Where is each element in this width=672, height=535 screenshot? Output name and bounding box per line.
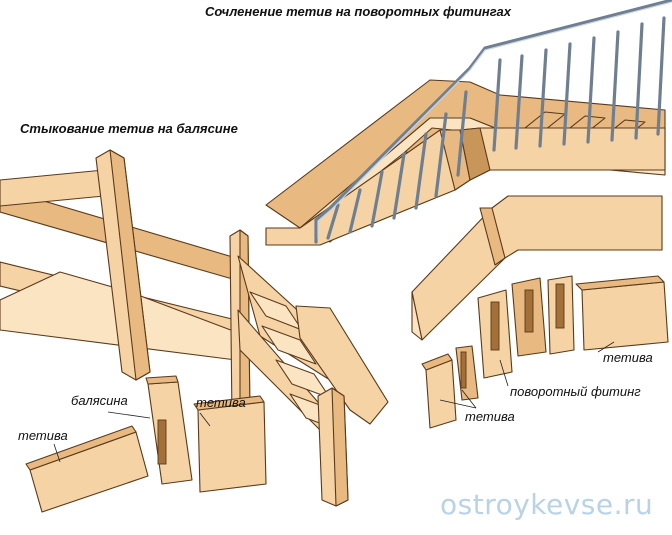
stringer-right bbox=[197, 401, 267, 493]
fitting-block-4 bbox=[455, 345, 479, 401]
stringer-piece-small bbox=[425, 359, 457, 429]
label-string-right: тетива bbox=[603, 350, 653, 365]
baluster-block bbox=[147, 381, 193, 485]
stringer-piece-right bbox=[581, 281, 669, 351]
watermark: ostroykevse.ru bbox=[440, 488, 654, 521]
leader-lines bbox=[53, 341, 615, 463]
secondary-title: Стыкование тетив на балясине bbox=[20, 121, 238, 136]
balusters-top bbox=[326, 16, 666, 240]
label-string-mid: тетива bbox=[196, 395, 246, 410]
label-baluster: балясина bbox=[71, 393, 128, 408]
label-turning-fitting: поворотный фитинг bbox=[510, 384, 641, 399]
main-title: Сочленение тетив на поворотных фитингах bbox=[205, 4, 512, 19]
label-string-bottom: тетива bbox=[465, 409, 515, 424]
fitting-assembly bbox=[411, 195, 669, 429]
metal-handrail bbox=[314, 0, 672, 244]
baluster-joint bbox=[25, 375, 267, 513]
label-string-left: тетива bbox=[18, 428, 68, 443]
left-staircase bbox=[0, 149, 389, 507]
top-right-staircase bbox=[265, 0, 672, 246]
